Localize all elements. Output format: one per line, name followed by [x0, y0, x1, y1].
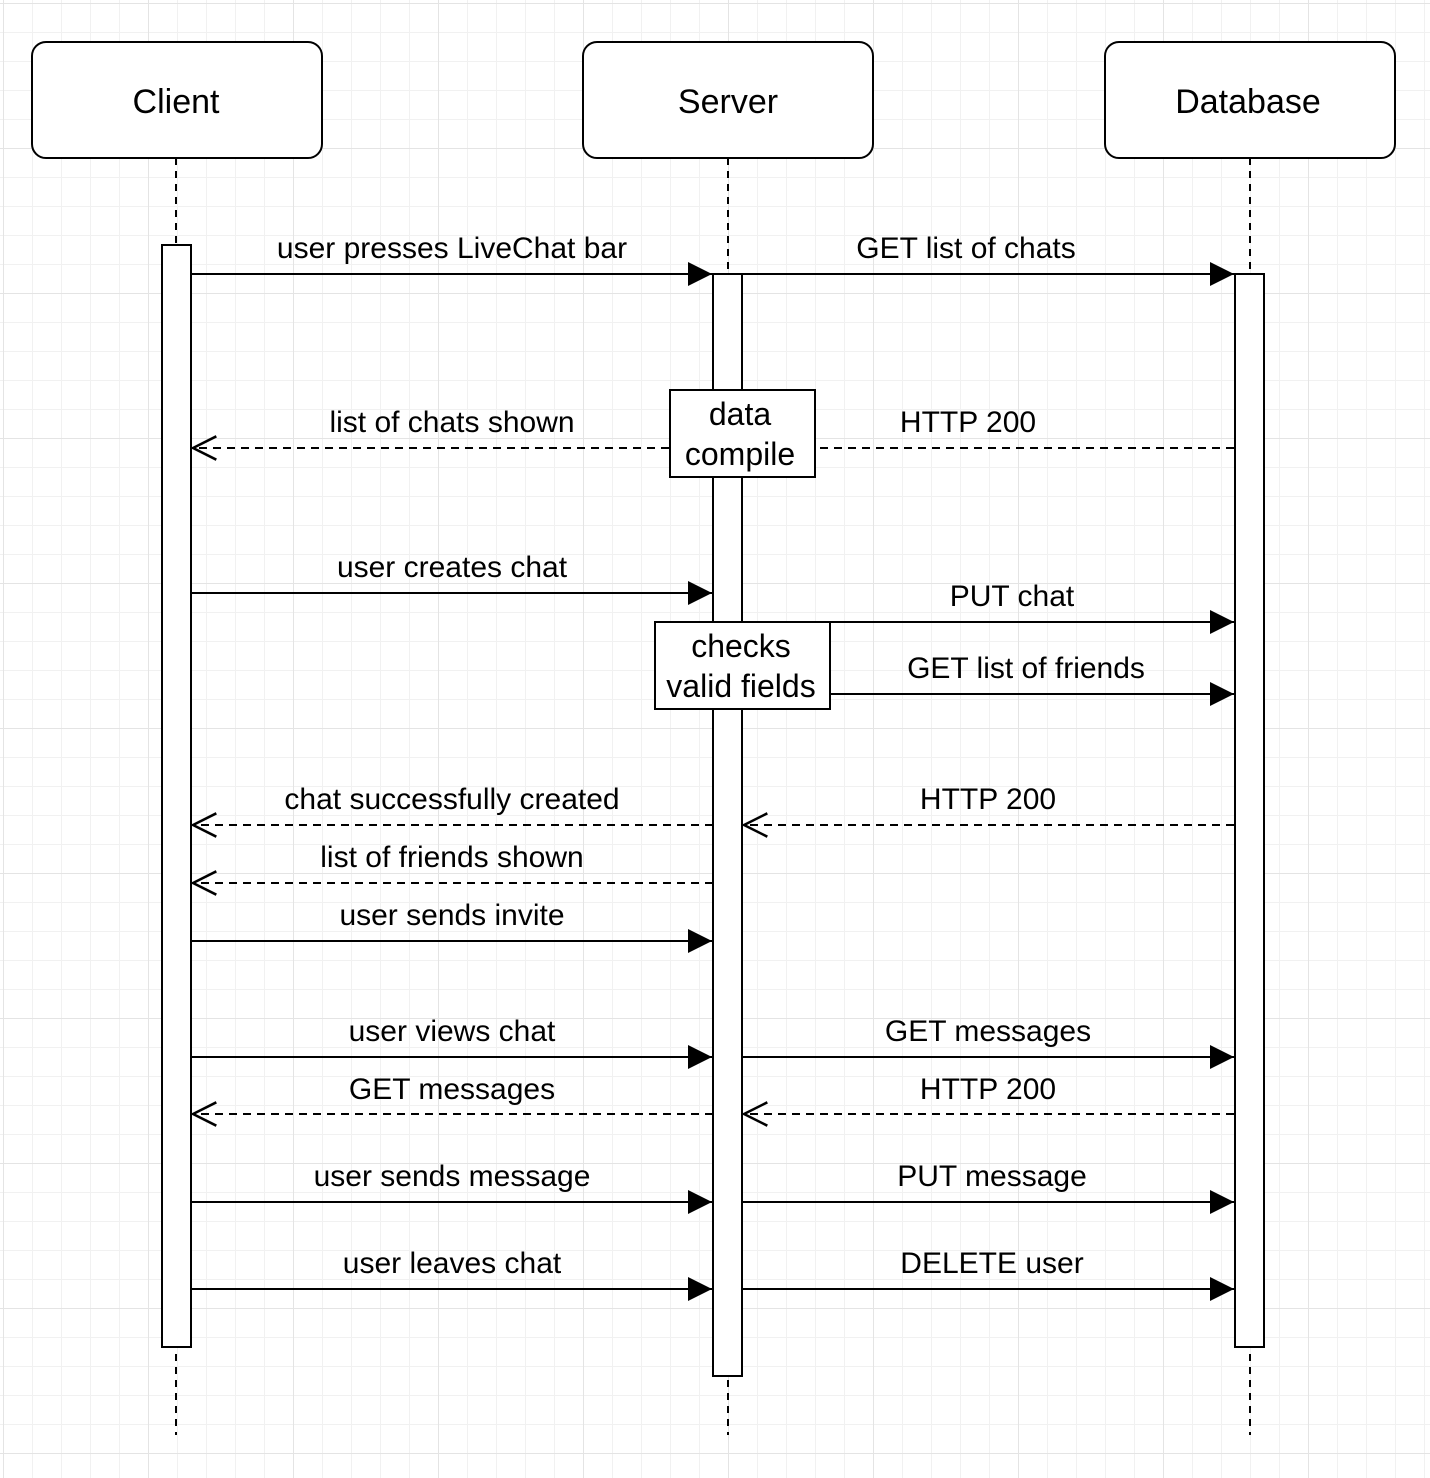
- message-label: user views chat: [349, 1015, 556, 1048]
- message-arrow: PUT message: [742, 1160, 1234, 1214]
- message-label: user sends message: [314, 1160, 591, 1193]
- message-label: user creates chat: [337, 551, 568, 584]
- message-arrow: GET list of friends: [830, 652, 1234, 706]
- note-box: [654, 621, 831, 710]
- participant-server: Server: [582, 41, 874, 159]
- message-label: user presses LiveChat bar: [277, 232, 627, 265]
- note-line: compile: [685, 436, 795, 472]
- message-label: user sends invite: [339, 899, 564, 932]
- message-arrow: GET messages: [742, 1015, 1234, 1069]
- note-box: [669, 389, 816, 478]
- return-arrow: GET messages: [193, 1073, 713, 1114]
- message-label: chat successfully created: [284, 783, 619, 816]
- message-label: user leaves chat: [343, 1247, 562, 1280]
- message-label: HTTP 200: [920, 783, 1056, 816]
- message-label: list of friends shown: [320, 841, 583, 874]
- message-arrow: user views chat: [191, 1015, 712, 1069]
- return-arrow: chat successfully created: [193, 783, 713, 825]
- message-arrow: user sends invite: [191, 899, 712, 953]
- message-label: list of chats shown: [329, 406, 574, 439]
- message-arrow: user leaves chat: [191, 1247, 712, 1301]
- participant-label: Server: [678, 83, 778, 121]
- database-activation: [1234, 273, 1265, 1348]
- message-arrow: user presses LiveChat bar: [191, 232, 712, 286]
- return-arrow: list of friends shown: [193, 841, 713, 883]
- message-label: GET list of friends: [907, 652, 1145, 685]
- messages: user presses LiveChat bar GET list of ch…: [191, 232, 1234, 1301]
- message-arrow: GET list of chats: [742, 232, 1234, 286]
- message-label: GET list of chats: [856, 232, 1076, 265]
- note-line: valid fields: [666, 668, 815, 704]
- message-label: DELETE user: [900, 1247, 1083, 1280]
- return-arrow: HTTP 200: [815, 406, 1234, 449]
- note-checks-valid-fields: checks valid fields: [654, 621, 831, 710]
- message-label: PUT chat: [950, 580, 1075, 613]
- message-label: HTTP 200: [920, 1073, 1056, 1106]
- participant-box: [582, 41, 874, 159]
- participant-label: Client: [133, 83, 220, 121]
- message-label: GET messages: [885, 1015, 1091, 1048]
- message-label: GET messages: [349, 1073, 555, 1106]
- message-arrow: user creates chat: [191, 551, 712, 605]
- participant-client: Client: [31, 41, 323, 159]
- client-activation: [161, 244, 192, 1348]
- note-line: data: [709, 396, 771, 432]
- return-arrow: HTTP 200: [744, 783, 1234, 825]
- message-arrow: DELETE user: [742, 1247, 1234, 1301]
- message-arrow: user sends message: [191, 1160, 712, 1214]
- participant-database: Database: [1104, 41, 1396, 159]
- participant-label: Database: [1175, 83, 1321, 121]
- participant-box: [31, 41, 323, 159]
- message-label: HTTP 200: [900, 406, 1036, 439]
- message-label: PUT message: [897, 1160, 1087, 1193]
- participant-box: [1104, 41, 1396, 159]
- note-line: checks: [691, 628, 791, 664]
- message-arrow: PUT chat: [830, 580, 1234, 634]
- return-arrow: HTTP 200: [744, 1073, 1234, 1114]
- note-data-compile: data compile: [669, 389, 816, 478]
- return-arrow: list of chats shown: [193, 406, 669, 448]
